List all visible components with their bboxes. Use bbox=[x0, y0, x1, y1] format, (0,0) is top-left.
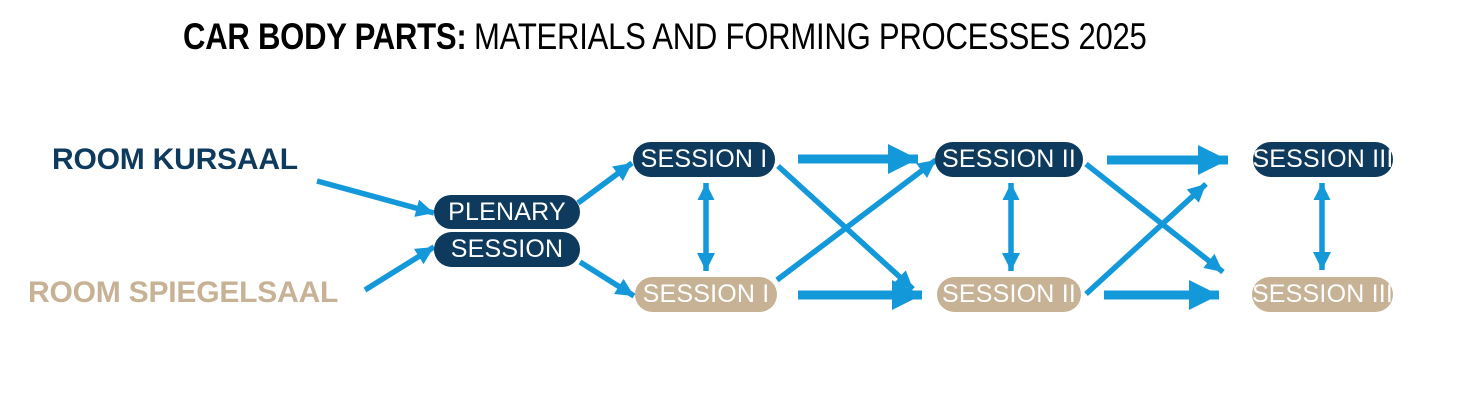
page-title-regular: MATERIALS AND FORMING PROCESSES 2025 bbox=[474, 16, 1147, 57]
edge-session-2-kursaal-to-3-spiegelsaal bbox=[1084, 161, 1225, 275]
node-plenary-line-1: PLENARY bbox=[434, 195, 580, 229]
node-session-2-spiegelsaal: SESSION II bbox=[937, 277, 1081, 312]
edge-session-2-spiegelsaal-to-3-kursaal bbox=[1084, 181, 1208, 297]
edges-group bbox=[316, 144, 1331, 310]
edge-plenary-to-session-1-kursaal bbox=[576, 160, 634, 206]
page-title-bold: CAR BODY PARTS: bbox=[183, 16, 467, 57]
node-session-1-kursaal: SESSION I bbox=[633, 142, 775, 177]
node-session-2-kursaal: SESSION II bbox=[935, 142, 1083, 177]
room-label-kursaal: ROOM KURSAAL bbox=[52, 143, 298, 176]
page-title: CAR BODY PARTS:MATERIALS AND FORMING PRO… bbox=[183, 18, 1147, 55]
node-session-3-spiegelsaal: SESSION III bbox=[1252, 277, 1393, 312]
edge-plenary-to-session-1-spiegelsaal bbox=[578, 259, 636, 299]
edge-session-1-spiegelsaal-to-2-kursaal bbox=[775, 157, 938, 283]
node-session-3-kursaal: SESSION III bbox=[1252, 142, 1393, 177]
node-session-1-spiegelsaal: SESSION I bbox=[635, 277, 777, 312]
edge-room-kursaal-to-plenary bbox=[316, 178, 435, 217]
node-plenary-line-2: SESSION bbox=[434, 232, 580, 267]
edge-room-spiegelsaal-to-plenary bbox=[363, 244, 436, 293]
room-label-spiegelsaal: ROOM SPIEGELSAAL bbox=[28, 276, 339, 309]
